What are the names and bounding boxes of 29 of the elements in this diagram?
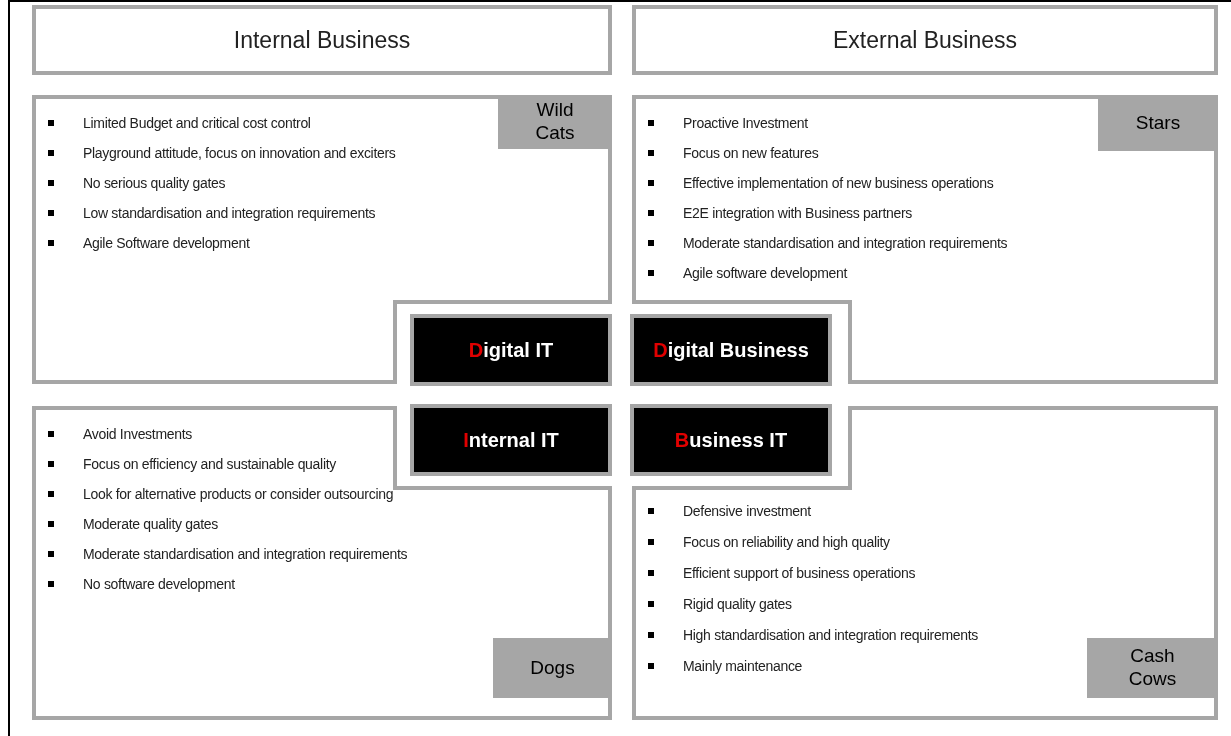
bullet-item: Avoid Investments [48, 426, 193, 442]
bullet-item: No serious quality gates [48, 175, 226, 191]
bullet-item: Playground attitude, focus on innovation and exciters [48, 145, 396, 161]
bullet-item: E2E integration with Business partners [648, 205, 913, 221]
bullet-item: Proactive Investment [648, 115, 808, 131]
bullet-item: Moderate standardisation and integration requirements [48, 546, 408, 562]
bullet-item: Effective implementation of new business operations [648, 175, 994, 191]
bullet-item: Limited Budget and critical cost control [48, 115, 311, 131]
bullet-item: Efficient support of business operations [648, 565, 916, 581]
it-type-box: Business IT [630, 404, 832, 476]
bullet-item: Mainly maintenance [648, 658, 803, 674]
bullet-item: Low standardisation and integration requirements [48, 205, 376, 221]
bullet-item: Focus on reliability and high quality [648, 534, 890, 550]
bullet-item: Defensive investment [648, 503, 811, 519]
bullet-item: Rigid quality gates [648, 596, 792, 612]
bullet-item: Look for alternative products or consider outsourcing [48, 486, 394, 502]
bullet-item: Agile Software development [48, 235, 250, 251]
bullet-item: Focus on efficiency and sustainable quality [48, 456, 336, 472]
it-type-box: Digital Business [630, 314, 832, 386]
column-header: External Business [632, 5, 1218, 75]
it-type-box: Internal IT [410, 404, 612, 476]
bullet-item: Moderate standardisation and integration requirements [648, 235, 1008, 251]
bullet-item: Focus on new features [648, 145, 819, 161]
bullet-item: Moderate quality gates [48, 516, 219, 532]
column-header: Internal Business [32, 5, 612, 75]
bullet-item: No software development [48, 576, 235, 592]
it-type-box: Digital IT [410, 314, 612, 386]
bullet-item: High standardisation and integration requirements [648, 627, 979, 643]
bullet-item: Agile software development [648, 265, 848, 281]
